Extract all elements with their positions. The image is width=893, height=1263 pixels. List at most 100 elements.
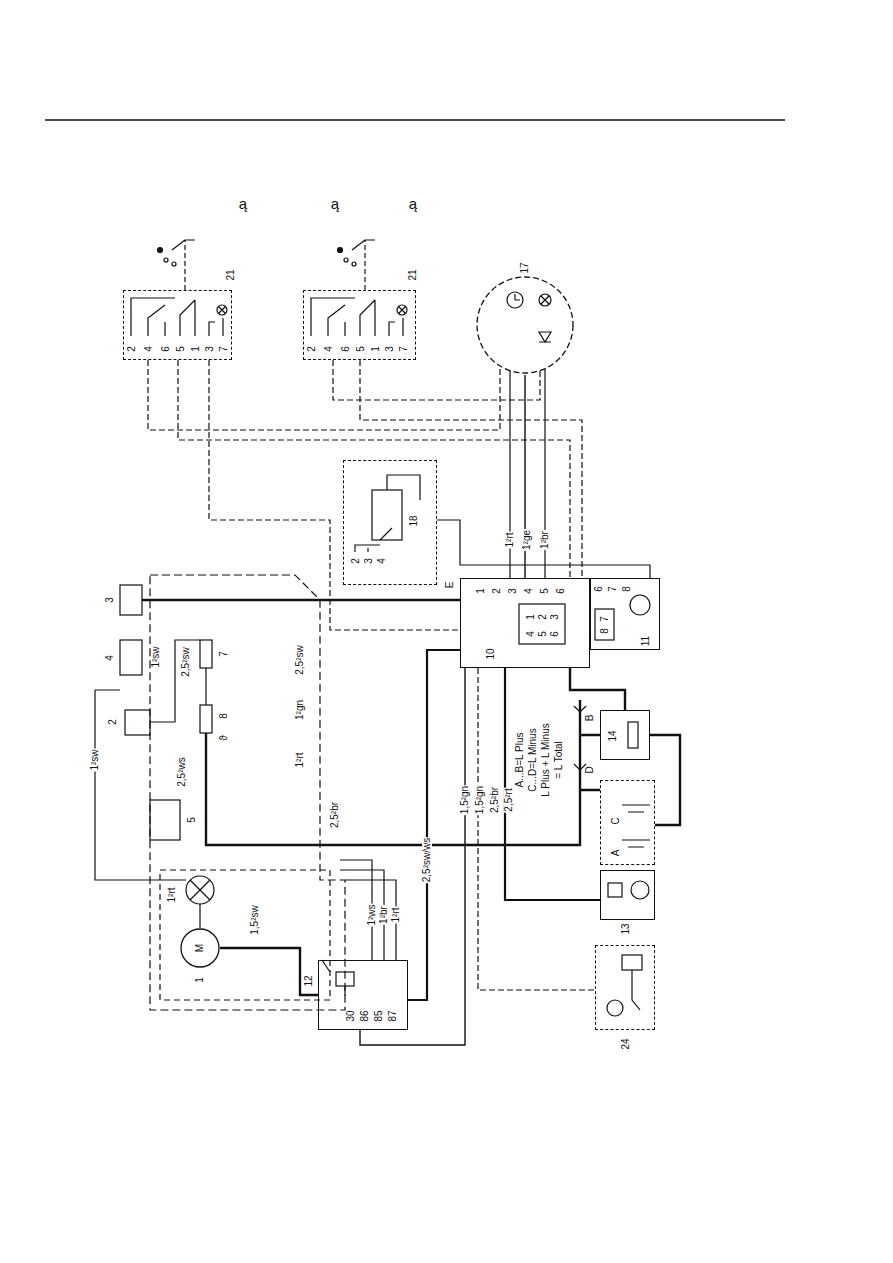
wire-label: 1,5²sw [250, 904, 260, 935]
wire-label: 2,5²sw [181, 646, 191, 677]
wire [570, 668, 625, 710]
callout-number: 14 [608, 729, 618, 742]
wire-label: 2,5²sw [295, 644, 305, 675]
wire [580, 735, 600, 790]
pin-label: 7 [600, 615, 610, 623]
pin-label: 3 [205, 345, 215, 353]
wiring-illustration [45, 120, 785, 1016]
switch-position [338, 248, 343, 253]
wire-label: 1²br [379, 905, 389, 925]
pin-label: 86 [360, 1009, 370, 1022]
switch-position [164, 258, 168, 262]
callout-number: M [195, 943, 205, 953]
wire [360, 668, 465, 1045]
relay-coil [608, 883, 622, 897]
pin-label: 5 [540, 587, 550, 595]
callout-number: 11 [641, 635, 651, 647]
stray-mark: ą [408, 196, 418, 211]
wire [95, 640, 206, 928]
pin-label: 5 [176, 345, 186, 353]
pump-relay-box: 24 [595, 945, 655, 1030]
clock-symbol [515, 294, 520, 300]
pin-label: 2 [492, 587, 502, 595]
wire [206, 700, 580, 845]
pin-label: 7 [219, 345, 229, 353]
pin-label: 87 [388, 1009, 398, 1022]
relay-coil [336, 972, 354, 986]
pin-label: 6 [556, 587, 566, 595]
switch-position [158, 248, 163, 253]
relay-contact [632, 970, 640, 1010]
pin-label: 6 [550, 630, 560, 638]
wire-label: 1,5²gn [475, 785, 485, 815]
switch-position [172, 262, 176, 266]
clock-symbol [507, 292, 523, 308]
pin-label: 1 [191, 345, 201, 353]
switch-contacts [311, 298, 403, 336]
pin-label: 3 [364, 557, 374, 565]
pin-label: 5 [356, 345, 366, 353]
wire-label: 1²sw [90, 748, 100, 771]
note: C...D=L Minus [528, 727, 538, 792]
callout-number: 4 [105, 654, 115, 662]
wire-label: 1²rt [167, 887, 177, 904]
pump-symbol [631, 881, 649, 899]
pin-label: 5 [538, 630, 548, 638]
callout-number: 10 [486, 647, 496, 660]
wire-label: 1²rt [505, 532, 515, 549]
callout-number: 8 [219, 712, 229, 720]
pin-label: 3 [508, 587, 518, 595]
circle-outline [477, 277, 573, 373]
pin-label: 2 [127, 345, 137, 353]
pin-label: 4 [144, 345, 154, 353]
pin-label: 2 [538, 613, 548, 621]
callout-number: 21 [408, 268, 418, 281]
callout-number: 12 [304, 974, 314, 987]
thermostat-switch [120, 640, 142, 675]
switch-lever [172, 240, 375, 250]
wire-label: 1²rt [391, 907, 401, 924]
pin-label: 4 [377, 557, 387, 565]
lamp-symbol [539, 294, 551, 306]
wire [142, 599, 460, 601]
pin-label: 1 [526, 613, 536, 621]
relay-box: 1230868587 [318, 960, 408, 1030]
lamp-symbol [217, 305, 227, 315]
pin-label: 4 [526, 630, 536, 638]
circle-outline [181, 929, 219, 967]
diode-symbol [539, 332, 551, 342]
terminal-label: E [445, 581, 455, 590]
note: L Plus + L Minus [541, 722, 551, 797]
wire-label: 2,5²sw/ws [422, 837, 432, 883]
indicator-symbol [630, 595, 650, 615]
wire [360, 360, 582, 578]
lamp-symbol [219, 307, 226, 314]
switch-box: 212465137 [123, 290, 232, 360]
pin-label: 6 [594, 585, 604, 593]
gauge-circle: 17 [475, 260, 575, 375]
wire [437, 520, 650, 578]
wire-label: 1²br [540, 530, 550, 550]
pin-label: 8 [600, 627, 610, 635]
lamp-symbol [399, 307, 406, 314]
callout-number: 3 [105, 596, 115, 604]
wire-label: 1²ws [367, 903, 377, 926]
switch-box: 212465137 [303, 290, 416, 360]
switch-position [344, 258, 348, 262]
lamp-symbol [397, 305, 407, 315]
pin-grid [519, 604, 565, 644]
note: A...B=L Plus [515, 732, 525, 789]
motor-circle: M1 [180, 928, 220, 988]
wire-label: 1,5²gn [460, 785, 470, 815]
wire-label: 1²ge [522, 529, 532, 551]
callout-number: 18 [409, 514, 419, 527]
stray-mark: ą [238, 196, 248, 211]
switch-lever [185, 240, 365, 290]
battery-symbol [622, 805, 650, 847]
callout-number: 17 [520, 261, 530, 274]
heater-part [150, 800, 180, 840]
pin-label: 4 [524, 587, 534, 595]
switch-contacts [131, 298, 223, 336]
pin-label: 4 [324, 345, 334, 353]
